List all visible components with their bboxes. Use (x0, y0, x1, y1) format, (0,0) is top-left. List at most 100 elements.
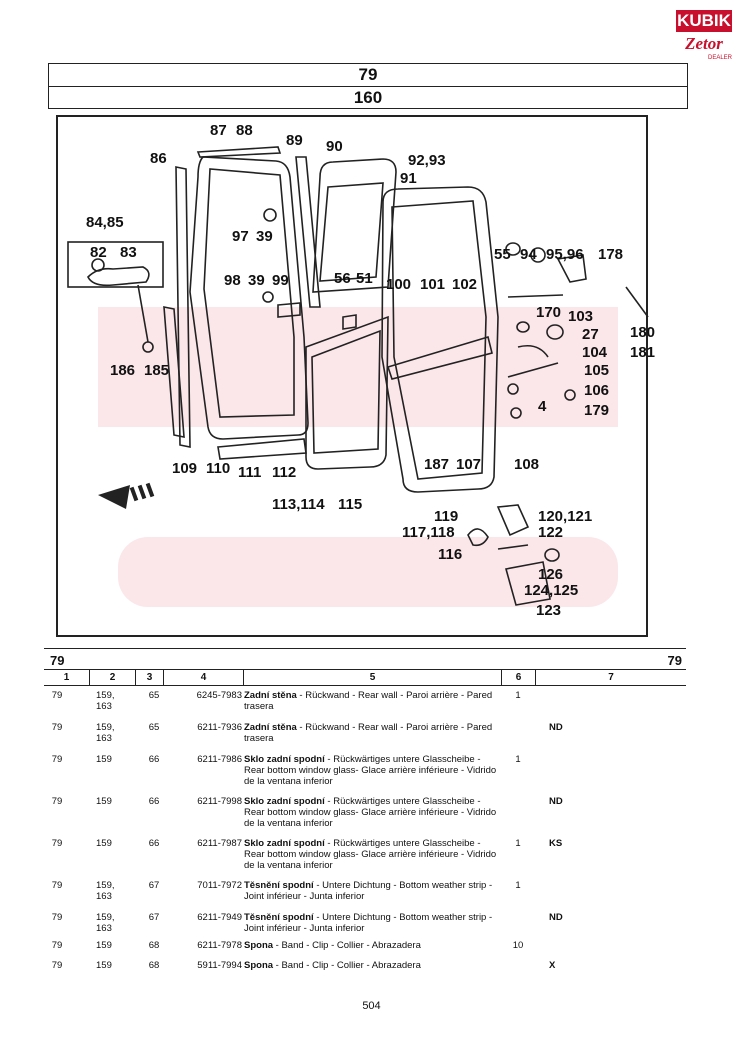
diagram-label: 113,114 (272, 496, 325, 513)
diagram-label: 119 (434, 508, 458, 525)
diagram-label: 95,96 (546, 246, 584, 263)
cell-position: 66 (148, 754, 160, 765)
diagram-label: 88 (236, 122, 253, 139)
diagram-label: 100 (386, 276, 411, 293)
diagram-label: 108 (514, 456, 539, 473)
cell-note: ND (549, 912, 563, 923)
cell-part-number: 6211-7987 (197, 838, 242, 849)
cell-group: 79 (51, 722, 63, 733)
cell-subgroup: 159, 163 (96, 690, 115, 712)
diagram-label: 115 (338, 496, 362, 513)
section-row: 79 79 (44, 649, 686, 669)
diagram-label: 84,85 (86, 214, 124, 231)
diagram-label: 55 (494, 246, 511, 263)
cell-position: 65 (148, 722, 160, 733)
part-translations: - Untere Dichtung - Bottom weather strip… (244, 912, 493, 934)
cell-note: ND (549, 796, 563, 807)
cell-description: Sklo zadní spodní - Rückwärtiges untere … (244, 754, 499, 787)
diagram-label: 94 (520, 246, 537, 263)
diagram-label: 90 (326, 138, 343, 155)
part-translations: - Rückwärtiges untere Glasscheibe - Rear… (244, 754, 497, 787)
diagram-label: 116 (438, 546, 462, 563)
diagram-label: 178 (598, 246, 623, 263)
diagram-label: 51 (356, 270, 373, 287)
cell-subgroup: 159 (96, 838, 112, 849)
cell-note: X (549, 960, 556, 971)
cell-group: 79 (51, 880, 63, 891)
subgroup-number: 160 (353, 88, 383, 107)
cell-part-number: 6211-7998 (197, 796, 242, 807)
diagram-label: 102 (452, 276, 477, 293)
diagram-label: 106 (584, 382, 609, 399)
group-header: 79 160 (48, 63, 688, 109)
cell-part-number: 7011-7972 (197, 880, 242, 891)
diagram-label: 120,121 (538, 508, 592, 525)
diagram-label: 105 (584, 362, 609, 379)
cell-part-number: 6211-7978 (197, 940, 242, 951)
col-header-5: 5 (244, 670, 502, 685)
diagram-label: 122 (538, 524, 563, 541)
cell-subgroup: 159, 163 (96, 722, 115, 744)
diagram-label: 87 (210, 122, 227, 139)
logo-brand: KUBIK (676, 10, 732, 32)
cell-position: 65 (148, 690, 160, 701)
diagram-label: 170 (536, 304, 561, 321)
part-name: Těsnění spodní (244, 880, 314, 891)
diagram-label: 107 (456, 456, 481, 473)
diagram-label: 27 (582, 326, 599, 343)
cell-part-number: 6211-7986 (197, 754, 242, 765)
diagram-label: 180 (630, 324, 655, 341)
part-translations: - Untere Dichtung - Bottom weather strip… (244, 880, 493, 902)
cell-description: Spona - Band - Clip - Collier - Abrazade… (244, 960, 499, 971)
cell-subgroup: 159 (96, 940, 112, 951)
parts-table: 79 79 (44, 648, 686, 669)
cell-position: 67 (148, 880, 160, 891)
column-header-row: 1 2 3 4 5 6 7 (44, 669, 686, 686)
col-header-2: 2 (90, 670, 136, 685)
diagram-label: 97 (232, 228, 249, 245)
part-name: Sklo zadní spodní (244, 838, 325, 849)
diagram-label: 110 (206, 460, 230, 477)
cell-quantity: 10 (512, 940, 524, 951)
group-number: 79 (49, 64, 687, 87)
part-name: Těsnění spodní (244, 912, 314, 923)
cell-subgroup: 159 (96, 960, 112, 971)
diagram-label: 187 (424, 456, 449, 473)
part-translations: - Rückwärtiges untere Glasscheibe - Rear… (244, 796, 497, 829)
cell-description: Sklo zadní spodní - Rückwärtiges untere … (244, 838, 499, 871)
cell-position: 66 (148, 796, 160, 807)
diagram-label: 111 (238, 464, 261, 481)
cell-note: KS (549, 838, 563, 849)
logo-tag: DEALER (707, 55, 732, 61)
cell-position: 66 (148, 838, 160, 849)
col-header-3: 3 (136, 670, 164, 685)
col-header-7: 7 (608, 672, 614, 683)
part-translations: - Band - Clip - Collier - Abrazadera (273, 960, 421, 971)
diagram-label: 103 (568, 308, 593, 325)
diagram-label: 123 (536, 602, 561, 619)
col-header-6: 6 (502, 670, 536, 685)
col-header-1: 1 (44, 670, 90, 685)
kubik-zetor-logo: KUBIK Zetor DEALER (676, 10, 732, 62)
diagram-label: 39 (248, 272, 265, 289)
cell-subgroup: 159 (96, 796, 112, 807)
cell-position: 68 (148, 960, 160, 971)
cell-group: 79 (51, 960, 63, 971)
diagram-label: 82 (90, 244, 107, 261)
diagram-label: 185 (144, 362, 169, 379)
diagram-label: 186 (110, 362, 135, 379)
cell-description: Zadní stěna - Rückwand - Rear wall - Par… (244, 722, 499, 744)
cell-description: Sklo zadní spodní - Rückwärtiges untere … (244, 796, 499, 829)
diagram-label: 91 (400, 170, 417, 187)
part-translations: - Rückwand - Rear wall - Paroi arrière -… (244, 690, 493, 712)
cell-description: Těsnění spodní - Untere Dichtung - Botto… (244, 880, 499, 902)
cell-description: Spona - Band - Clip - Collier - Abrazade… (244, 940, 499, 951)
logo-sub: Zetor (685, 34, 723, 53)
cell-quantity: 1 (515, 838, 521, 849)
diagram-label: 4 (538, 398, 547, 415)
diagram-label: 98 (224, 272, 241, 289)
cell-quantity: 1 (515, 754, 521, 765)
diagram-label: 179 (584, 402, 609, 419)
diagram-label: 109 (172, 460, 197, 477)
